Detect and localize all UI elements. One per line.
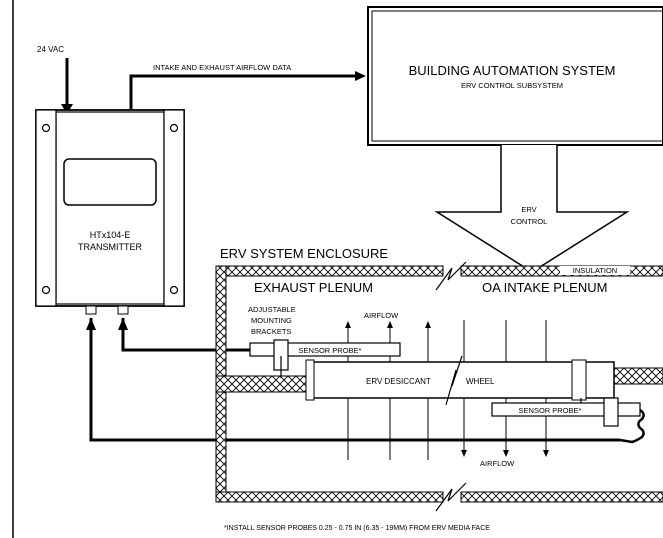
erv-desiccant-wheel <box>305 359 615 401</box>
transmitter-display <box>63 158 157 206</box>
intake-probe-cable <box>89 318 620 442</box>
data-link-label: INTAKE AND EXHAUST AIRFLOW DATA <box>153 63 291 72</box>
intake-plenum-label: OA INTAKE PLENUM <box>482 280 607 295</box>
wheel-label-right: WHEEL <box>466 377 495 386</box>
transmitter-model: HTx104-E <box>90 230 131 240</box>
break-symbol-bottom <box>435 482 467 512</box>
brackets-line1: ADJUSTABLE <box>248 305 296 314</box>
erv-control-line2: CONTROL <box>511 217 548 226</box>
wheel-label-left: ERV DESICCANT <box>366 377 431 386</box>
bas-title: BUILDING AUTOMATION SYSTEM <box>409 63 616 78</box>
airflow-label-bottom: AIRFLOW <box>480 459 515 468</box>
power-label: 24 VAC <box>37 45 64 54</box>
transmitter-label: TRANSMITTER <box>78 242 142 252</box>
intake-probe-label: SENSOR PROBE* <box>519 406 582 415</box>
brackets-line3: BRACKETS <box>251 327 291 336</box>
break-symbol-top <box>435 261 467 291</box>
cable-arrowhead-1 <box>118 318 128 330</box>
break-symbol-wheel <box>445 355 463 406</box>
exhaust-sensor-probe <box>249 339 401 378</box>
data-link-arrowhead <box>355 71 366 81</box>
insulation-label-bg <box>560 266 630 275</box>
bas-subtitle: ERV CONTROL SUBSYSTEM <box>461 81 563 90</box>
exhaust-plenum-label: EXHAUST PLENUM <box>254 280 373 295</box>
intake-sensor-probe <box>491 397 641 427</box>
data-link-line <box>129 74 358 110</box>
transmitter-enclosure <box>35 109 185 315</box>
enclosure-label: ERV SYSTEM ENCLOSURE <box>220 246 388 261</box>
cable-arrowhead-2 <box>86 318 96 330</box>
brackets-line2: MOUNTING <box>251 316 292 325</box>
airflow-label-top: AIRFLOW <box>364 311 399 320</box>
bas-box <box>367 6 663 146</box>
insulation-label: INSULATION <box>573 266 617 275</box>
footnote: *INSTALL SENSOR PROBES 0.25 - 0.75 IN (6… <box>224 525 490 532</box>
power-arrowhead <box>61 104 73 114</box>
intake-probe-coil <box>619 408 645 444</box>
erv-control-line1: ERV <box>521 205 536 214</box>
exhaust-probe-label: SENSOR PROBE* <box>299 346 362 355</box>
